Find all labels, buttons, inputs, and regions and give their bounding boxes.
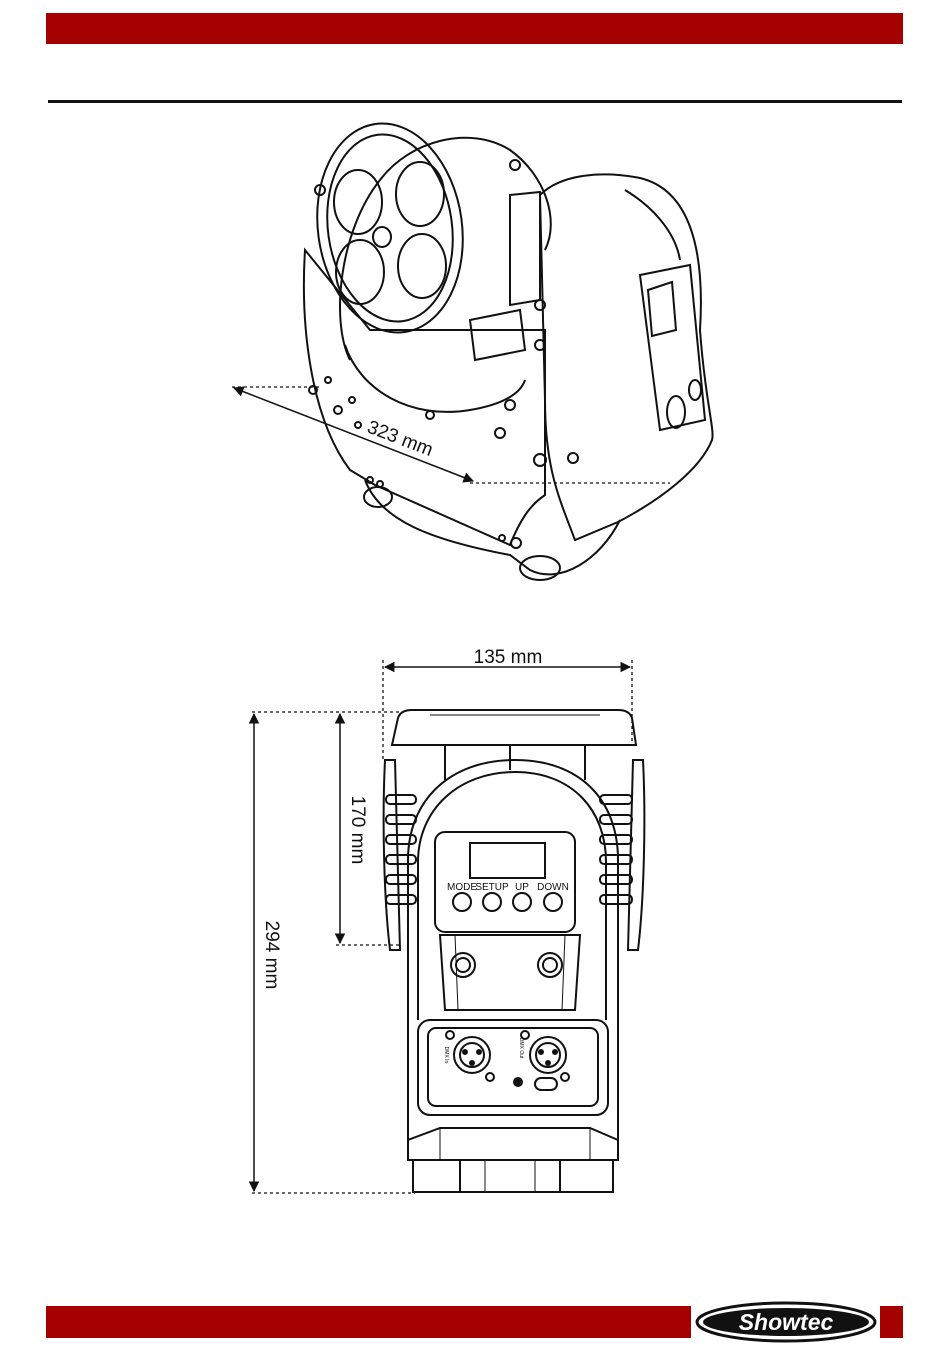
- depth-dimension-label: 323 mm: [364, 417, 436, 461]
- showtec-logo: Showtec: [694, 1300, 878, 1344]
- head-height-dimension-label: 170 mm: [347, 796, 368, 865]
- width-dimension-label: 135 mm: [474, 647, 543, 668]
- mode-button-label: MODE: [447, 882, 477, 893]
- logo-text: Showtec: [739, 1309, 834, 1335]
- up-button-label: UP: [515, 882, 529, 893]
- total-height-dimension-label: 294 mm: [261, 921, 282, 990]
- setup-button-label: SETUP: [475, 882, 509, 893]
- front-view: [252, 660, 644, 1193]
- footer-bar: [46, 1306, 691, 1338]
- dmx-out-label: DMX Out: [518, 1038, 524, 1059]
- footer-bar-end: [880, 1306, 903, 1338]
- perspective-view: [232, 114, 713, 580]
- dmx-in-label: DMX In: [443, 1047, 449, 1064]
- down-button-label: DOWN: [537, 882, 569, 893]
